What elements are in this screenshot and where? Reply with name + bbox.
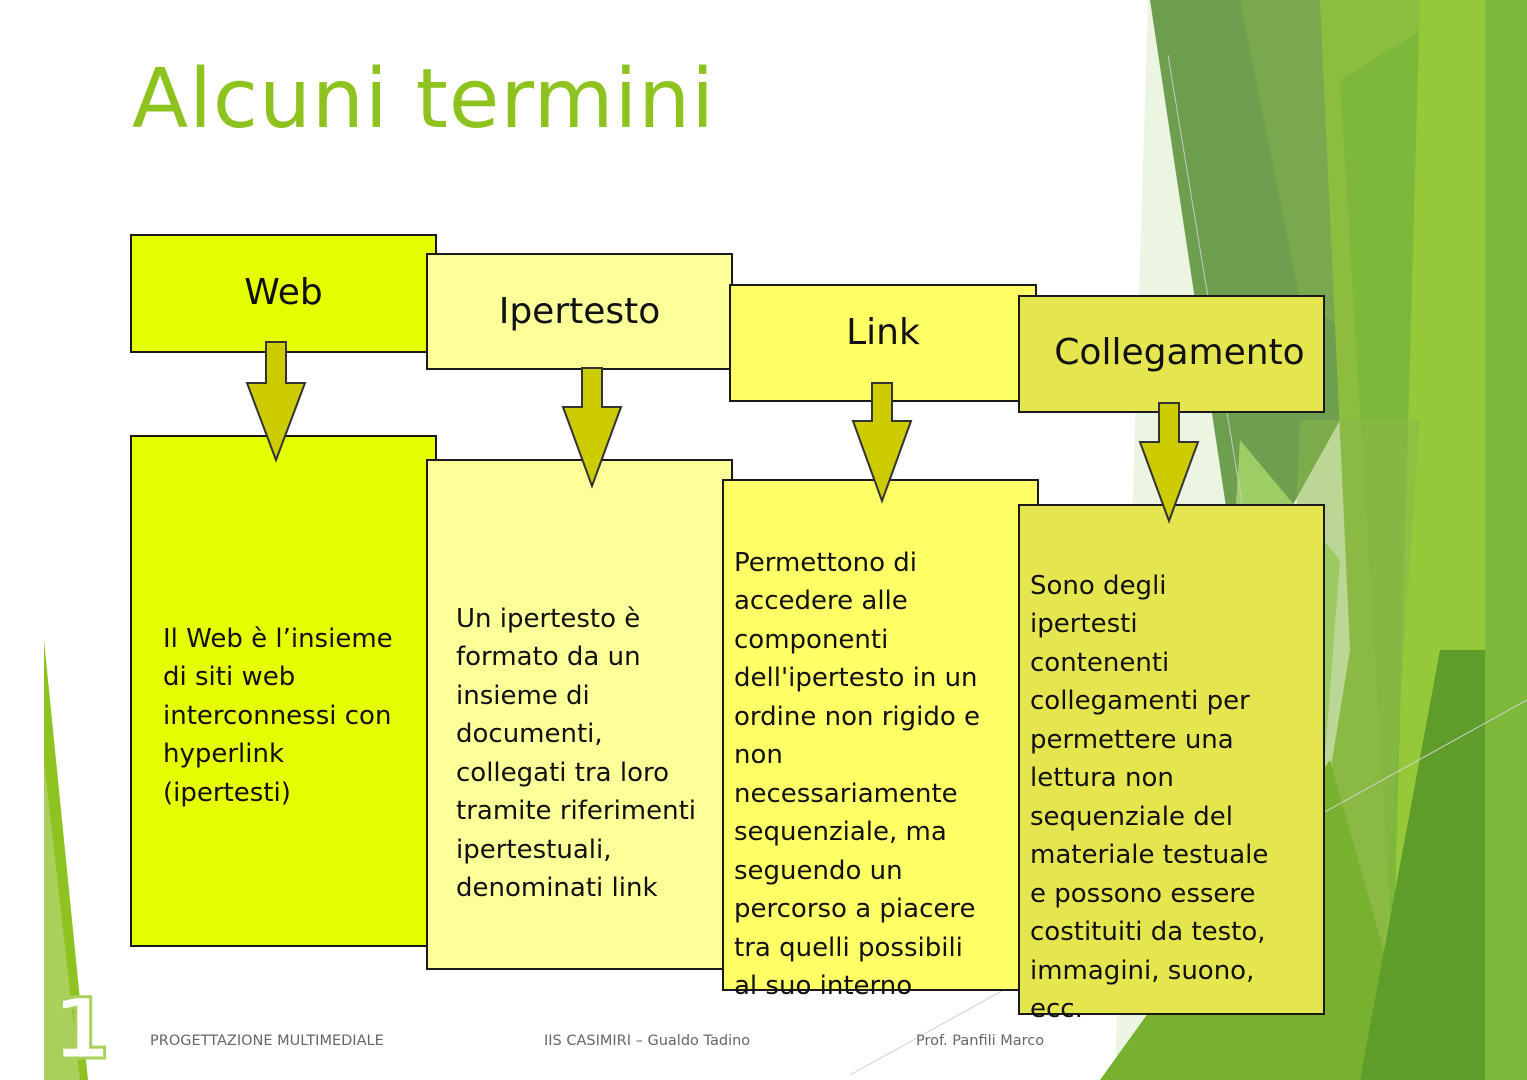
term-collegamento-heading-text: Collegamento (1054, 331, 1305, 373)
term-collegamento-heading: Collegamento (1018, 295, 1325, 413)
term-link-description-text: Permettono di accedere alle componenti d… (734, 547, 981, 1002)
term-ipertesto-description: Un ipertesto è formato da un insieme di … (426, 459, 733, 970)
term-web-description-text: Il Web è l’insieme di siti web interconn… (163, 623, 393, 808)
term-link-description: Permettono di accedere alle componenti d… (722, 479, 1039, 1001)
slide-number: 1 (50, 979, 111, 1080)
term-ipertesto-description-text: Un ipertesto è formato da un insieme di … (456, 603, 697, 904)
term-link-heading-text: Link (846, 312, 920, 353)
term-web-description: Il Web è l’insieme di siti web interconn… (130, 435, 437, 947)
term-ipertesto-heading-text: Ipertesto (498, 291, 661, 332)
slide-title: Alcuni termini (132, 52, 716, 147)
footer-author: Prof. Panfili Marco (916, 1033, 1045, 1049)
term-web-heading-text: Web (244, 272, 323, 313)
footer-course: PROGETTAZIONE MULTIMEDIALE (150, 1033, 384, 1049)
term-web-heading: Web (130, 234, 437, 353)
arrow-down-icon (1138, 402, 1200, 524)
term-ipertesto-heading: Ipertesto (426, 253, 733, 370)
arrow-down-icon (851, 382, 913, 504)
arrow-down-icon (561, 367, 623, 489)
arrow-down-icon (245, 341, 307, 463)
term-collegamento-description: Sono degli ipertesti contenenti collegam… (1018, 504, 1325, 1024)
footer-school: IIS CASIMIRI – Gualdo Tadino (544, 1033, 751, 1049)
term-collegamento-description-text: Sono degli ipertesti contenenti collegam… (1030, 570, 1269, 1025)
